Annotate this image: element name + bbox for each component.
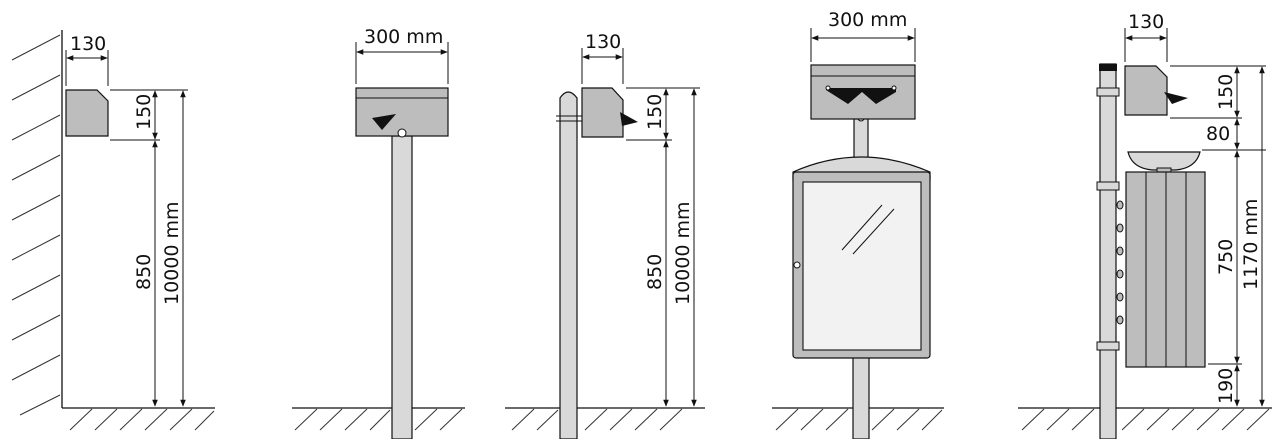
ground-hatching — [511, 408, 683, 431]
ground-hatching — [69, 408, 215, 431]
clamp-top — [1096, 87, 1120, 97]
variant-wall-mount: 130 150 850 10000 mm — [11, 30, 215, 431]
variant-post-side: 130 150 850 10000 mm — [505, 31, 705, 439]
total-height-label: 1170 mm — [1240, 199, 1262, 290]
dispenser-unit — [355, 87, 449, 137]
post-holes — [1116, 200, 1124, 325]
post — [559, 91, 578, 439]
width-label: 300 mm — [828, 9, 907, 31]
ground-hatching — [775, 408, 943, 431]
unit-height-label: 150 — [644, 94, 666, 130]
ground-hatching — [1021, 408, 1270, 431]
noticeboard-glass — [802, 181, 922, 351]
noticeboard-lock — [793, 261, 801, 269]
unit-height-label: 150 — [133, 94, 155, 130]
post — [1099, 63, 1117, 439]
dispenser-outlet — [372, 114, 396, 130]
dispenser-unit — [581, 87, 624, 138]
width-label: 130 — [70, 33, 106, 55]
total-height-label: 10000 mm — [161, 202, 183, 306]
mount-height-label: 850 — [133, 254, 155, 290]
bin-height-label: 750 — [1215, 239, 1237, 275]
post-lower — [852, 354, 870, 439]
variant-noticeboard: 300 mm — [772, 9, 944, 439]
dispenser-unit — [1124, 65, 1168, 116]
mount-height-label: 850 — [644, 254, 666, 290]
width-label: 300 mm — [364, 26, 443, 48]
gap-label: 80 — [1206, 123, 1230, 145]
wall-hatching — [11, 34, 61, 416]
dispenser-outlet — [620, 112, 638, 126]
variant-post-front: 300 mm — [292, 26, 465, 439]
dispenser-unit — [65, 89, 109, 137]
variant-post-with-bin: 130 150 80 750 190 1170 mm — [1018, 11, 1272, 439]
ground-hatching — [294, 408, 463, 431]
width-label: 130 — [585, 31, 621, 53]
clamp-bottom — [1096, 341, 1120, 351]
total-height-label: 10000 mm — [672, 202, 694, 306]
ashtray-bowl — [1127, 151, 1201, 171]
clamp-middle — [1096, 181, 1120, 191]
post — [391, 135, 413, 439]
dispenser-outlet — [1164, 92, 1188, 104]
post-cap — [1099, 64, 1117, 71]
dispenser-outlet — [826, 88, 896, 104]
unit-height-label: 150 — [1215, 74, 1237, 110]
ground-gap-label: 190 — [1215, 368, 1237, 404]
width-label: 130 — [1128, 11, 1164, 33]
